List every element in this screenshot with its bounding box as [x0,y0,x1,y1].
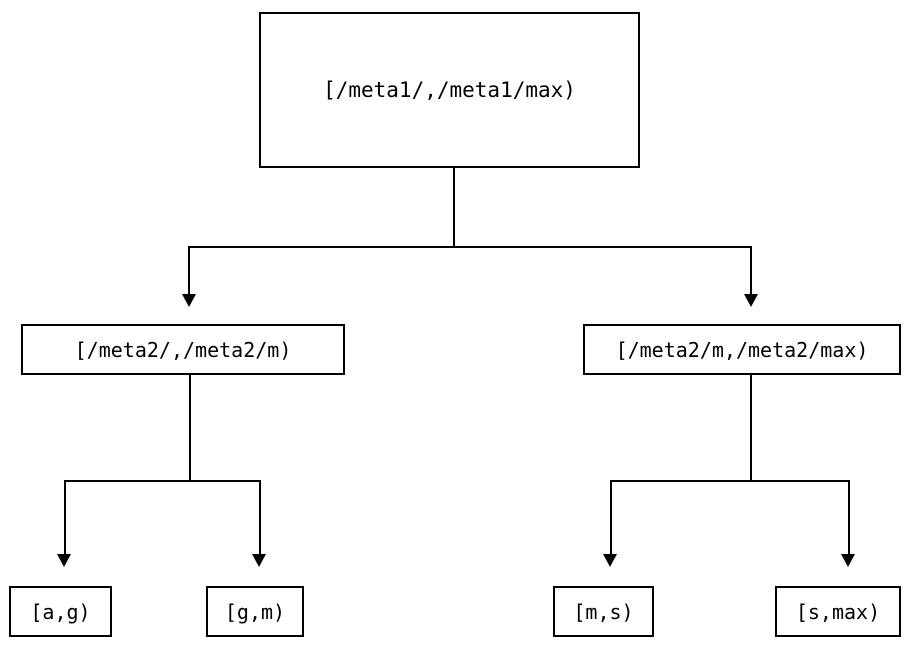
edge-mid-left-to-leaf-1 [64,480,66,554]
arrowhead-down-icon [744,294,758,307]
tree-node-mid-right[interactable]: [/meta2/m,/meta2/max) [583,324,901,375]
arrowhead-down-icon [603,554,617,567]
edge-mid-left-to-leaf-2 [259,480,261,554]
tree-node-leaf-1[interactable]: [a,g) [9,586,112,637]
edge-mid-right-to-leaf-3 [610,480,612,554]
tree-node-leaf-3[interactable]: [m,s) [553,586,654,637]
edge-root-stem [453,168,455,247]
tree-node-root[interactable]: [/meta1/,/meta1/max) [259,12,640,168]
edge-root-horizontal-bar [188,246,752,248]
edge-mid-left-stem [189,375,191,481]
tree-node-mid-left[interactable]: [/meta2/,/meta2/m) [21,324,345,375]
edge-root-to-mid-left [188,246,190,294]
tree-node-leaf-2[interactable]: [g,m) [206,586,304,637]
arrowhead-down-icon [841,554,855,567]
edge-mid-left-horizontal-bar [64,480,261,482]
edge-mid-right-stem [750,375,752,481]
tree-node-leaf-4[interactable]: [s,max) [775,586,901,637]
arrowhead-down-icon [182,294,196,307]
edge-mid-right-to-leaf-4 [848,480,850,554]
arrowhead-down-icon [57,554,71,567]
arrowhead-down-icon [252,554,266,567]
edge-root-to-mid-right [750,246,752,294]
edge-mid-right-horizontal-bar [610,480,850,482]
